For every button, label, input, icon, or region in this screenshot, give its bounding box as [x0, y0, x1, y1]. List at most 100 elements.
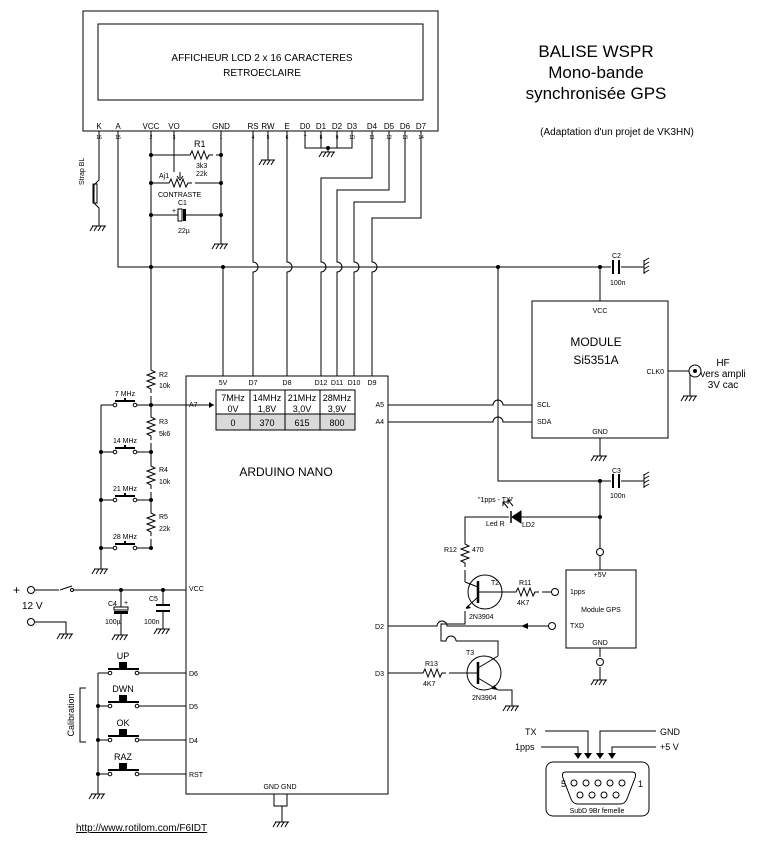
- ld2-label: LD2: [522, 522, 535, 529]
- module-vcc: VCC: [593, 308, 608, 315]
- ladder-labels: R2 10k R3 5k6 R4 10k R5 22k: [159, 372, 171, 533]
- band-table-cell: 615: [294, 418, 309, 428]
- c4-value: 100µ: [105, 619, 121, 626]
- r5-label: R5: [159, 514, 168, 521]
- subd-tx: TX: [525, 727, 537, 737]
- nano-d4: D4: [189, 738, 198, 745]
- r1-value: 3k3: [196, 163, 207, 170]
- nano-pin-d12: D12: [315, 380, 328, 387]
- lcd-pin-k: K: [96, 122, 102, 131]
- button-dwn[interactable]: DWN: [107, 684, 140, 709]
- r2-value: 10k: [159, 383, 171, 390]
- gps-module: Module GPS +5V 1pps TXD GND: [565, 569, 637, 649]
- band-switch-1[interactable]: 7 MHz: [112, 391, 138, 408]
- button-label: UP: [117, 651, 130, 661]
- band-switch-4[interactable]: 28 MHz: [112, 534, 138, 551]
- nano-pin-d7: D7: [249, 380, 258, 387]
- hf-label1: HF: [716, 358, 729, 369]
- lcd-pin-d7: D7: [416, 122, 427, 131]
- band-table-cell: 3,0V: [293, 404, 312, 414]
- subd-5v: +5 V: [660, 742, 679, 752]
- module-line1: MODULE: [570, 335, 621, 349]
- nano-a5: A5: [375, 402, 384, 409]
- nano-d6: D6: [189, 671, 198, 678]
- nano-pin-d8: D8: [283, 380, 292, 387]
- r1-label: R1: [194, 139, 206, 149]
- c5-label: C5: [149, 596, 158, 603]
- c2-value: 100n: [610, 280, 626, 287]
- gps-label: Module GPS: [581, 607, 621, 614]
- r13-value: 4K7: [423, 681, 436, 688]
- r4-label: R4: [159, 467, 168, 474]
- band-switch-label: 21 MHz: [113, 486, 138, 493]
- led-r-label: Led R: [486, 521, 505, 528]
- c1-value: 22µ: [178, 228, 190, 235]
- nano-vcc: VCC: [189, 586, 204, 593]
- gps-pps: 1pps: [570, 589, 586, 596]
- module-gnd: GND: [592, 429, 608, 436]
- lcd-pin-d5: D5: [384, 122, 395, 131]
- gps-5v: +5V: [594, 572, 607, 579]
- title-block: BALISE WSPR Mono-bande synchronisée GPS …: [526, 42, 694, 138]
- r11-label: R11: [519, 580, 531, 587]
- band-switch-label: 28 MHz: [113, 534, 138, 541]
- lcd-pin-a: A: [115, 122, 121, 131]
- r2-label: R2: [159, 372, 168, 379]
- lcd-pin-vo: VO: [168, 122, 180, 131]
- nano-pin-d10: D10: [348, 380, 361, 387]
- lcd-label-line2: RETROECLAIRE: [223, 68, 301, 79]
- band-switch-3[interactable]: 21 MHz: [112, 486, 138, 503]
- band-switch-label: 14 MHz: [113, 438, 138, 445]
- module-line2: Si5351A: [573, 353, 618, 367]
- band-table-cell: 1,8V: [258, 404, 277, 414]
- nano-label: ARDUINO NANO: [239, 465, 332, 479]
- lcd-pin-d4: D4: [367, 122, 378, 131]
- c4-label: C4: [108, 601, 117, 608]
- aj1-value: 22k: [196, 171, 208, 178]
- band-table-cell: 14MHz: [253, 393, 282, 403]
- band-switch-2[interactable]: 14 MHz: [112, 438, 138, 455]
- r13-label: R13: [425, 661, 438, 668]
- nano-pin-d9: D9: [368, 380, 377, 387]
- subd-gnd: GND: [660, 727, 681, 737]
- lcd-pin-rs: RS: [247, 122, 258, 131]
- si5351-module: MODULE Si5351A VCC GND SCL SDA CLK0 HF v…: [531, 300, 746, 439]
- nano-d3: D3: [375, 671, 384, 678]
- r12-label: R12: [444, 547, 457, 554]
- lcd-pin-gnd: GND: [212, 122, 230, 131]
- subd-label: SubD 9Br femelle: [570, 808, 625, 815]
- lcd-pin-vcc: VCC: [143, 122, 160, 131]
- title-credit: (Adaptation d'un projet de VK3HN): [540, 127, 694, 138]
- band-switches: 7 MHz 14 MHz 21 MHz 28 MHz: [112, 391, 138, 551]
- c3-label: C3: [612, 468, 621, 475]
- r11-value: 4K7: [517, 600, 530, 607]
- lcd-display: AFFICHEUR LCD 2 x 16 CARACTERES RETROECL…: [82, 10, 439, 132]
- button-raz[interactable]: RAZ: [107, 752, 140, 777]
- lcd-pin-rw: RW: [261, 122, 275, 131]
- title-line3: synchronisée GPS: [526, 84, 667, 103]
- band-table-cell: 28MHz: [323, 393, 352, 403]
- c5-value: 100n: [144, 619, 160, 626]
- r3-label: R3: [159, 419, 168, 426]
- lcd-wiring: [89, 131, 606, 376]
- c2-capacitor: C2 100n: [598, 253, 650, 287]
- lcd-component-labels: R1 3k3 Aj1 22k CONTRASTE C1 22µ Strap BL: [79, 139, 208, 235]
- nano-rst: RST: [189, 772, 204, 779]
- r12-value: 470: [472, 547, 484, 554]
- aj1-label: Aj1: [159, 173, 169, 180]
- band-table-cell: 0: [230, 418, 235, 428]
- nano-pin-d11: D11: [331, 380, 343, 387]
- button-ok[interactable]: OK: [107, 718, 140, 743]
- t2-label: T2: [491, 580, 499, 587]
- c3-value: 100n: [610, 493, 626, 500]
- button-up[interactable]: UP: [107, 651, 140, 676]
- led-ld2: "1pps - TX" Led R LD2: [478, 497, 535, 529]
- calibration-label: Calibration: [66, 693, 76, 736]
- c2-label: C2: [612, 253, 621, 260]
- subd-pin1: 1: [638, 779, 643, 789]
- nano-d5: D5: [189, 704, 198, 711]
- band-table-cell: 7MHz: [221, 393, 245, 403]
